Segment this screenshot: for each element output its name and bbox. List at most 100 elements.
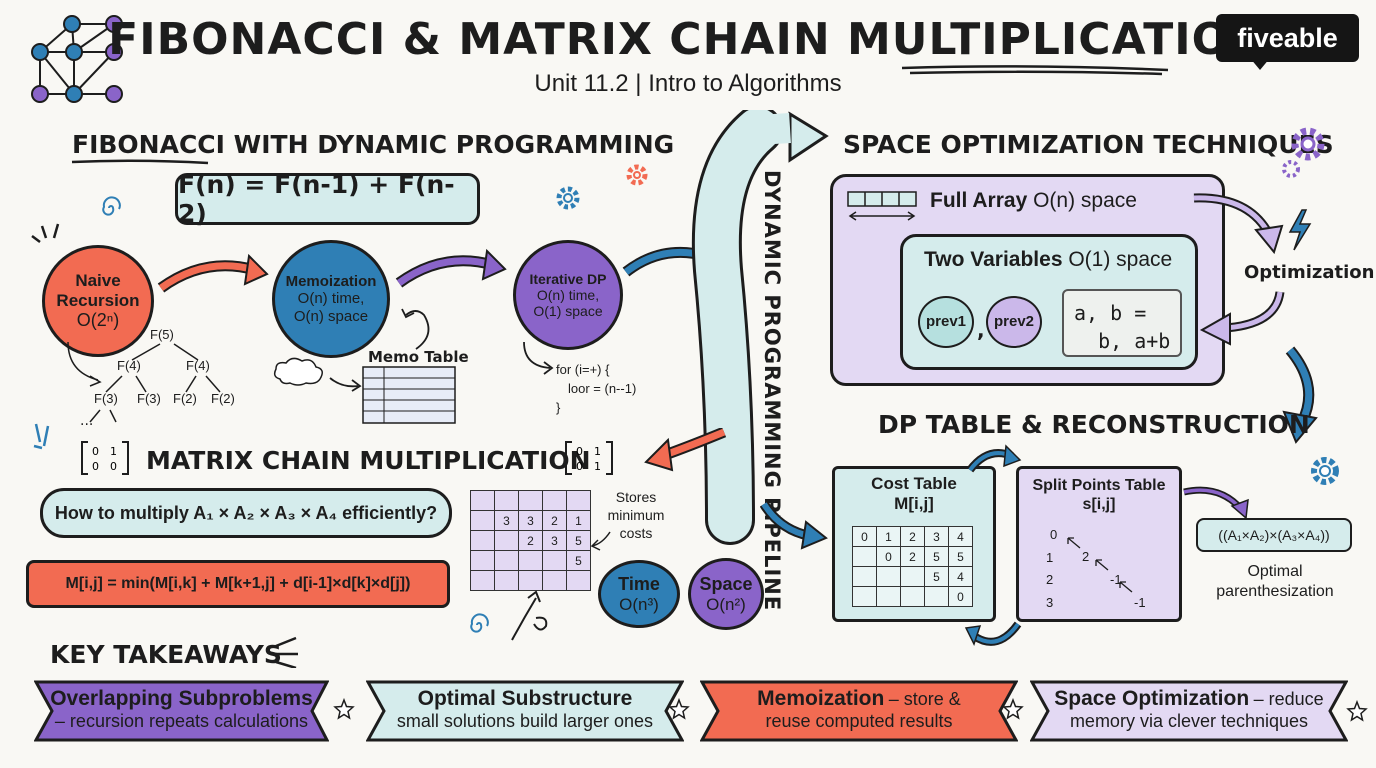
- time-value: O(n³): [619, 594, 659, 614]
- spark-doodle-icon: [31, 223, 60, 243]
- cost-grid-cell: [852, 566, 877, 587]
- tree-node-f4-left: F(4): [117, 358, 141, 373]
- cost-grid-cell: [924, 586, 949, 607]
- arrow-memo-to-iterative: [395, 248, 507, 288]
- svg-text:1: 1: [594, 460, 601, 473]
- memo-table-grid: [362, 366, 456, 424]
- gear-icon: [626, 164, 648, 186]
- matrix-grid-cell: [518, 550, 543, 571]
- memo-loop-arrow: [401, 308, 430, 350]
- naive-line2: Recursion: [56, 290, 140, 310]
- matrix-recurrence-box: M[i,j] = min(M[i,k] + M[k+1,j] + d[i-1]×…: [26, 560, 450, 608]
- prev2-label: prev2: [993, 313, 1035, 331]
- cost-grid-cell: [900, 586, 925, 607]
- squiggle-arrow-icon: [511, 590, 548, 641]
- matrix-grid-cell: 5: [566, 530, 591, 551]
- fibonacci-formula-text: F(n) = F(n-1) + F(n-2): [178, 170, 455, 228]
- space-opt-heading: SPACE OPTIMIZATION TECHNIQUES: [843, 130, 1334, 159]
- tree-node-f5: F(5): [150, 327, 174, 342]
- stores-line1: Stores: [615, 489, 657, 505]
- takeaway-card-1: Overlapping Subproblems – recursion repe…: [34, 680, 329, 742]
- svg-text:0: 0: [576, 445, 583, 458]
- star-icon: [668, 698, 690, 720]
- split-value-b: -1: [1110, 572, 1122, 587]
- split-value-c: -1: [1134, 595, 1146, 610]
- cost-grid-cell: 0: [948, 586, 973, 607]
- cost-grid-row: 0: [852, 586, 973, 607]
- memo-line2: O(n) time,: [297, 290, 365, 308]
- two-variables-text: Two Variables O(1) space: [924, 248, 1172, 272]
- space-label: Space: [699, 573, 753, 594]
- matrix-question-bubble: How to multiply A₁ × A₂ × A₃ × A₄ effici…: [40, 488, 452, 538]
- matrix-grid-cell: 2: [518, 530, 543, 551]
- cost-grid-cell: 5: [948, 546, 973, 567]
- thought-cloud-icon: [273, 357, 323, 386]
- fibonacci-formula: F(n) = F(n-1) + F(n-2): [175, 170, 480, 228]
- svg-text:0: 0: [92, 445, 99, 458]
- iterative-line3: O(1) space: [533, 303, 603, 320]
- naive-complexity: O(2ⁿ): [76, 310, 120, 331]
- page-subtitle: Unit 11.2 | Intro to Algorithms: [534, 70, 842, 97]
- matrix-grid-cell: 2: [542, 510, 567, 531]
- matrix-heading: MATRIX CHAIN MULTIPLICATION: [146, 446, 591, 475]
- space-complexity-node: Space O(n²): [688, 558, 764, 630]
- star-icon: [1002, 698, 1024, 720]
- takeaway-card-4: Space Optimization – reduce memory via c…: [1030, 680, 1348, 742]
- memo-line3: O(n) space: [293, 307, 369, 325]
- array-icon: [847, 191, 917, 221]
- tree-node-f3-a: F(3): [94, 391, 118, 406]
- cost-grid-cell: [876, 586, 901, 607]
- cost-grid-cell: [852, 586, 877, 607]
- takeaway-card-2: Optimal Substructure small solutions bui…: [366, 680, 684, 742]
- arrow-split-to-cost: [964, 621, 1022, 646]
- gear-icon: [556, 186, 580, 210]
- split-row-0: 0: [1050, 527, 1058, 542]
- split-value-a: 2: [1082, 549, 1090, 564]
- prev2-node: prev2: [986, 296, 1042, 348]
- space-value: O(n²): [706, 594, 746, 614]
- arrow-to-code: [523, 341, 554, 375]
- naive-recursion-node: Naive Recursion O(2ⁿ): [42, 245, 154, 357]
- iterative-dp-node: Iterative DP O(n) time, O(1) space: [513, 240, 623, 350]
- star-icon: [333, 698, 355, 720]
- tree-node-f3-b: F(3): [137, 391, 161, 406]
- cost-title: Cost Table: [871, 474, 957, 493]
- takeaway-4-text: Space Optimization – reduce memory via c…: [1030, 686, 1348, 733]
- takeaway-3-bold: Memoization: [757, 687, 885, 710]
- matrix-grid-cell: [470, 570, 495, 591]
- page-title: FIBONACCI & MATRIX CHAIN MULTIPLICATION: [108, 14, 1268, 65]
- takeaway-2-bold: Optimal Substructure: [417, 687, 633, 710]
- banner-shape: [1030, 680, 1348, 742]
- takeaway-3-title: Memoization – store &: [700, 686, 1018, 711]
- arrow-cost-to-split: [966, 444, 1022, 473]
- cost-grid-cell: 2: [900, 546, 925, 567]
- parenthesization-box: ((A₁×A₂)×(A₃×A₄)): [1196, 518, 1352, 552]
- split-sub: s[i,j]: [1082, 496, 1116, 514]
- arrow-to-memo-table: [329, 377, 362, 392]
- matrix-grid-cell: [470, 550, 495, 571]
- takeaway-1-rest: – recursion repeats calculations: [54, 711, 309, 732]
- optimal-line2: parenthesization: [1216, 583, 1334, 600]
- cost-grid-cell: 5: [924, 566, 949, 587]
- split-title: Split Points Table: [1032, 477, 1166, 494]
- stores-line3: costs: [619, 525, 653, 542]
- cost-table-title: Cost Table M[i,j]: [832, 474, 996, 515]
- stores-line2: minimum: [607, 507, 665, 524]
- cost-grid-cell: 0: [876, 546, 901, 567]
- cost-grid-cell: [876, 566, 901, 587]
- matrix-grid-cell: [566, 570, 591, 591]
- svg-text:1: 1: [594, 445, 601, 458]
- takeaway-2-rest: small solutions build larger ones: [396, 711, 654, 732]
- matrix-grid-cell: [494, 550, 519, 571]
- arrow-pipeline-to-matrix: [644, 428, 727, 472]
- title-underline: [901, 65, 1169, 76]
- time-label: Time: [618, 573, 660, 594]
- matrix-grid-row: [470, 570, 591, 591]
- doodle-marks-icon: [33, 423, 50, 450]
- cost-grid-cell: [852, 546, 877, 567]
- prev1-label: prev1: [925, 313, 967, 331]
- cost-grid-cell: 3: [924, 526, 949, 547]
